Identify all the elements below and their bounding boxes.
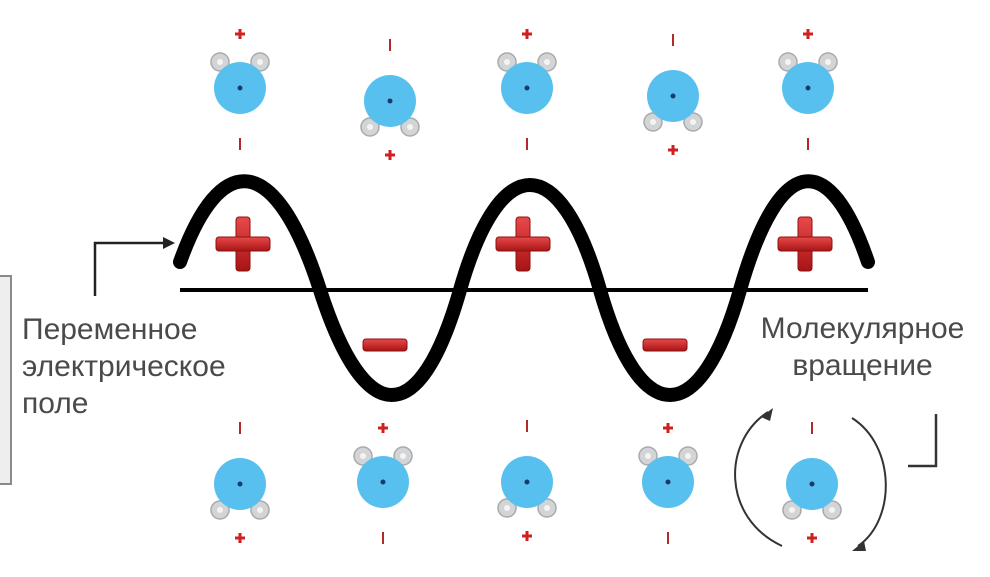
rotation-label-line-1: Молекулярное [760,312,965,345]
electric-field-wave [173,174,875,402]
wave-plus-sign [495,216,551,272]
molecule-bottom-5 [782,422,842,543]
molecule-plus-mark [235,533,245,543]
molecule-plus-mark [385,150,395,160]
wave-minus-sign [642,338,688,352]
molecule-minus-mark [239,422,241,434]
molecule-top-1 [210,29,270,150]
molecule-minus-mark [807,138,809,150]
molecule-minus-mark [382,532,384,544]
field-label: Переменное электрическое поле [22,311,302,422]
field-label-line-1: Переменное [22,313,198,346]
rotation-arrows [734,408,887,551]
molecule-minus-mark [672,34,674,46]
molecule-bottom-1 [210,422,270,543]
rotation-label-line-2: вращение [792,349,933,382]
molecule-top-2 [360,39,420,160]
molecule-plus-mark [522,29,532,39]
rotation-pointer [908,414,938,468]
molecule-minus-mark [811,422,813,434]
molecule-top-5 [778,29,838,150]
left-edge-frame [0,275,12,485]
molecule-plus-mark [807,533,817,543]
wave-plus-sign [215,216,271,272]
molecule-bottom-2 [353,423,413,544]
molecule-row-group [210,29,842,544]
molecule-bottom-4 [638,423,698,544]
molecule-plus-mark [235,29,245,39]
wave-charge-signs [215,216,833,352]
field-label-line-3: поле [22,387,89,420]
wave-minus-sign [362,338,408,352]
molecule-top-3 [497,29,557,150]
molecule-plus-mark [668,145,678,155]
molecule-minus-mark [667,532,669,544]
field-label-line-2: электрическое [22,350,226,383]
molecule-bottom-3 [497,420,557,541]
molecule-plus-mark [803,29,813,39]
field-pointer-arrow [93,237,175,296]
molecule-minus-mark [526,420,528,432]
molecule-minus-mark [239,138,241,150]
molecule-minus-mark [389,39,391,51]
molecule-top-4 [643,34,703,155]
molecule-minus-mark [526,138,528,150]
rotation-label: Молекулярное вращение [735,310,990,384]
wave-plus-sign [777,216,833,272]
molecule-plus-mark [522,531,532,541]
molecule-plus-mark [663,423,673,433]
molecule-plus-mark [378,423,388,433]
